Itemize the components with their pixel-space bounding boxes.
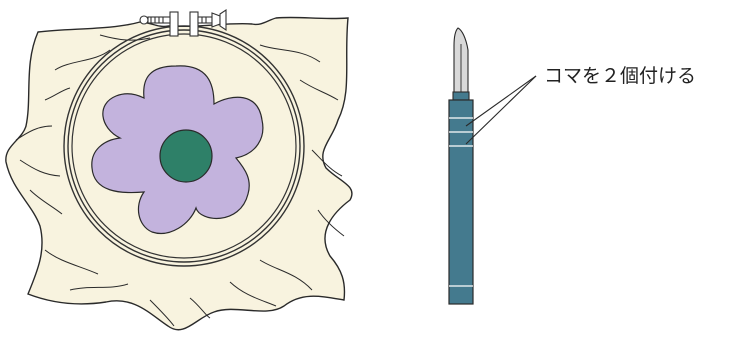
flower-center bbox=[159, 129, 213, 183]
callout-label: コマを２個付ける bbox=[544, 65, 696, 87]
flower-design bbox=[91, 65, 264, 234]
hoop-screw-clamp bbox=[139, 8, 227, 37]
embroidery-hoop-icon bbox=[63, 25, 305, 267]
punch-needle-tool-icon bbox=[448, 27, 474, 305]
tool-handle bbox=[448, 99, 474, 305]
callout-pointer-lines bbox=[465, 75, 537, 145]
fabric-wrinkles bbox=[15, 34, 345, 327]
